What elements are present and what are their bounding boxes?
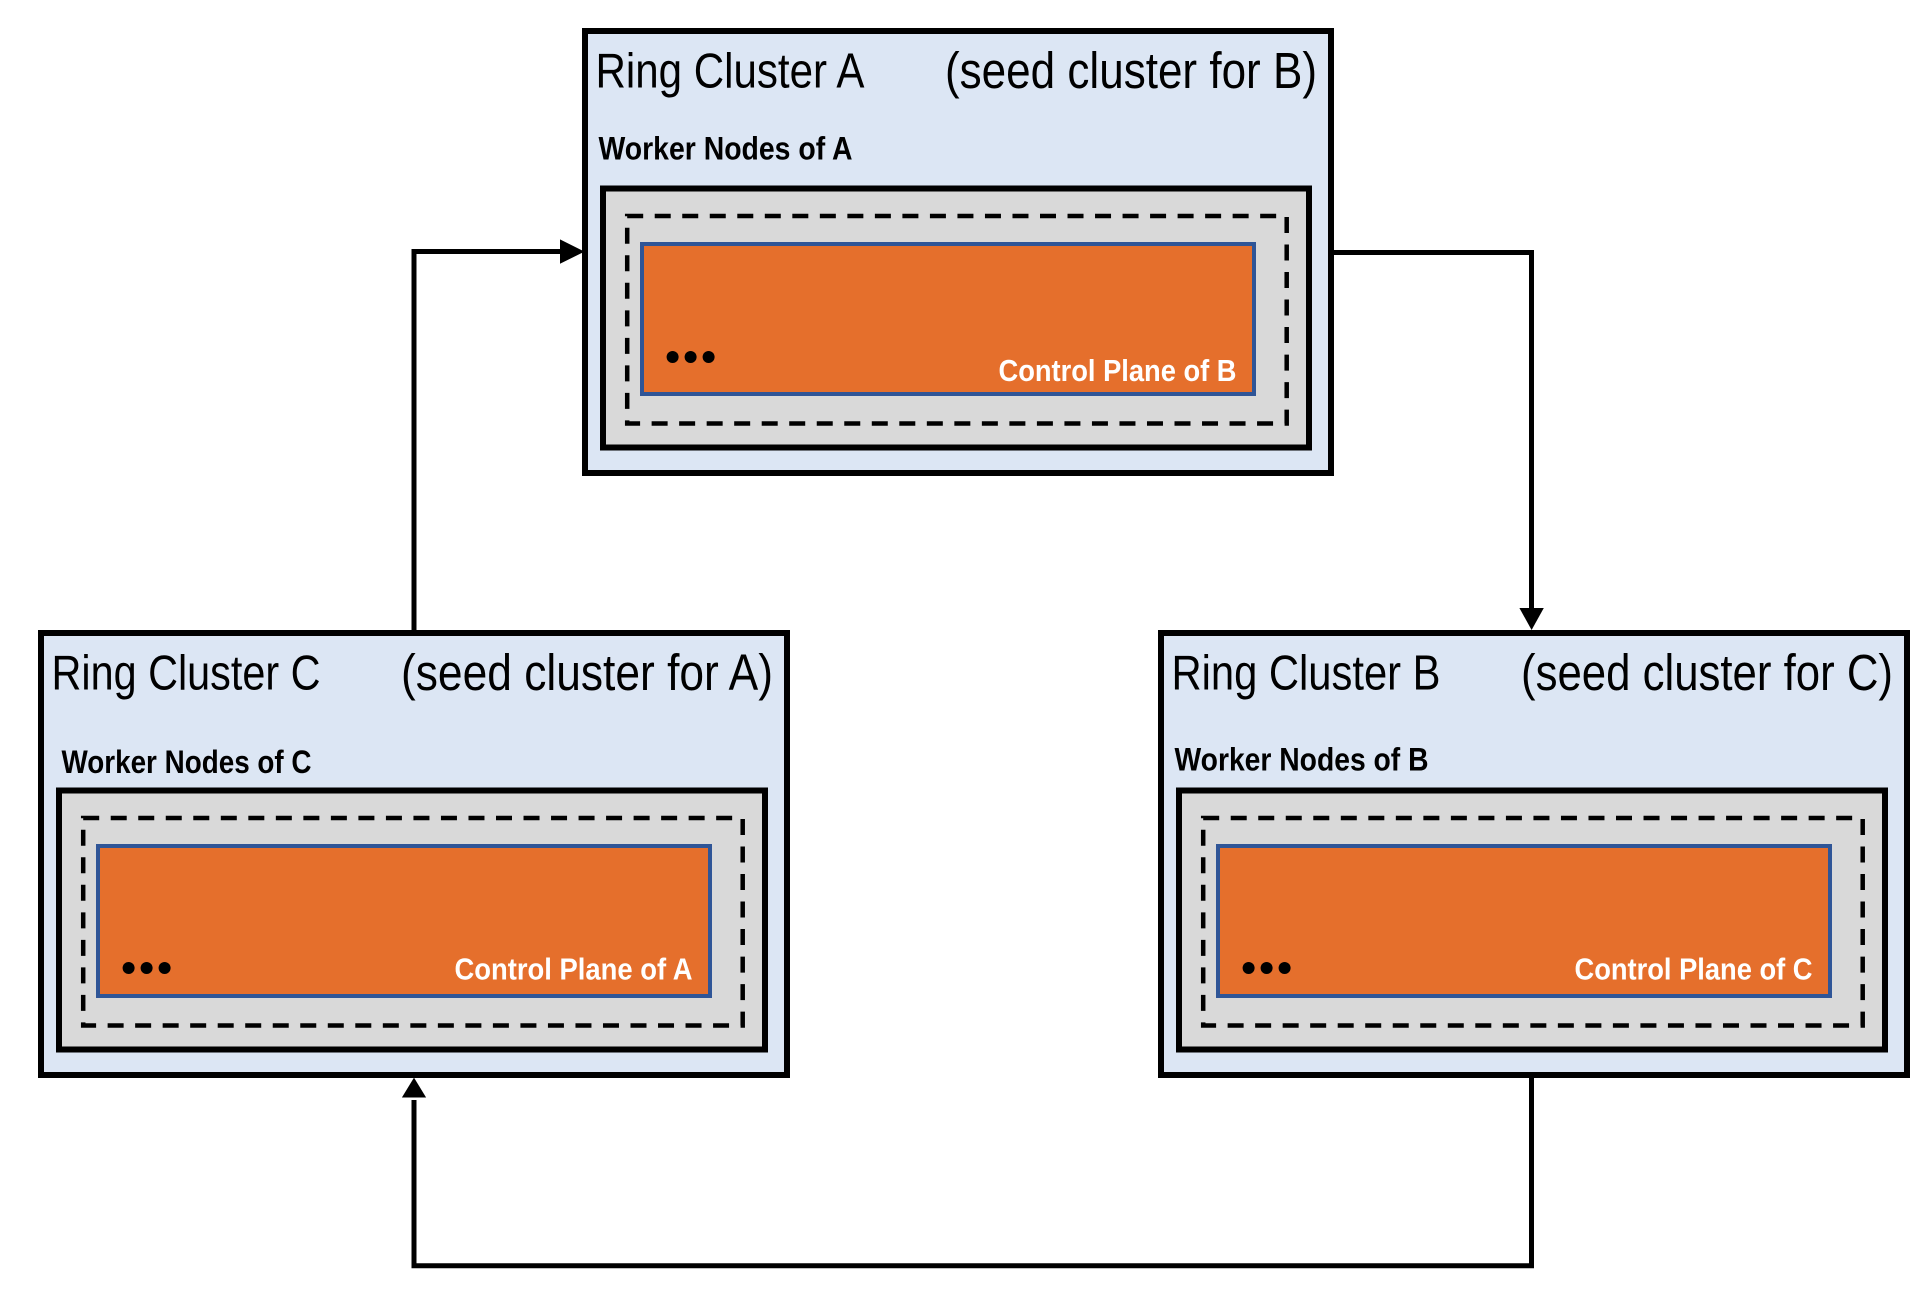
svg-text:Control Plane of B: Control Plane of B bbox=[999, 353, 1237, 388]
svg-text:(seed cluster for A): (seed cluster for A) bbox=[401, 644, 773, 701]
svg-text:Ring Cluster C: Ring Cluster C bbox=[52, 647, 321, 701]
svg-text:Control Plane of C: Control Plane of C bbox=[1575, 952, 1813, 987]
svg-text:Ring Cluster A: Ring Cluster A bbox=[596, 45, 865, 99]
svg-text:Ring Cluster B: Ring Cluster B bbox=[1172, 647, 1441, 701]
svg-text:Worker Nodes of A: Worker Nodes of A bbox=[599, 131, 853, 167]
svg-text:(seed cluster for C): (seed cluster for C) bbox=[1521, 644, 1893, 701]
svg-text:(seed cluster for B): (seed cluster for B) bbox=[945, 42, 1317, 99]
svg-text:Worker Nodes of B: Worker Nodes of B bbox=[1175, 742, 1429, 778]
svg-text:Control Plane of A: Control Plane of A bbox=[455, 952, 693, 987]
svg-text:Worker Nodes of C: Worker Nodes of C bbox=[62, 744, 312, 780]
